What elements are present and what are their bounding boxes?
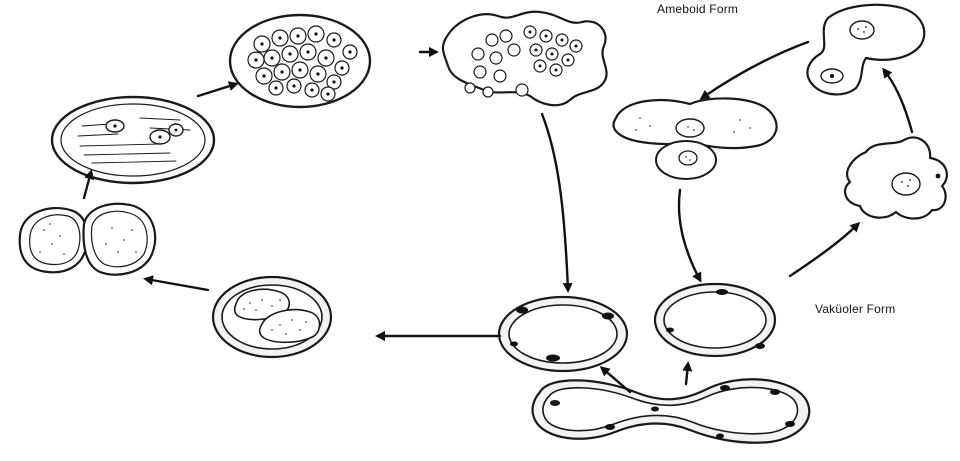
cyst-with-nuclei [52,97,214,183]
ameboid-form-top [807,5,924,95]
vacuolar-form-dividing [533,379,810,442]
ameboid-division [614,98,777,179]
vacuolar-form-right [655,284,775,356]
cycle-arrows [84,42,912,392]
ruptured-cyst-release [443,12,607,105]
cyst-with-spores [230,15,370,107]
cyst-two-cells [213,277,331,357]
binary-fission-cells [20,204,155,275]
ameboid-form-right [845,137,947,218]
vacuolar-form-left [499,297,627,371]
